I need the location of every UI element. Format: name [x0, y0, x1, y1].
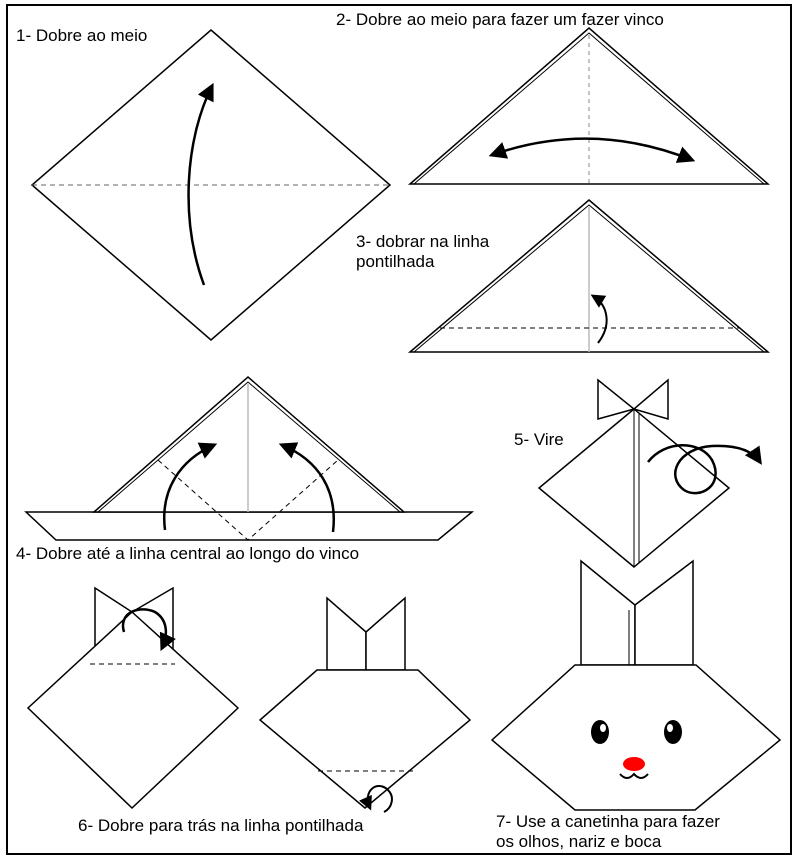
step5-right-ear — [632, 378, 669, 421]
step6b-diagram — [258, 596, 472, 813]
right-eye — [664, 720, 682, 744]
step4-label: 4- Dobre até a linha central ao longo do… — [16, 544, 360, 563]
step3-label-line1: 3- dobrar na linha — [356, 232, 490, 251]
diagram-frame — [6, 4, 792, 855]
step5-turn-over-icon — [647, 444, 762, 495]
step7-label-line1: 7- Use a canetinha para fazer — [496, 812, 720, 831]
step7-right-ear — [634, 559, 694, 666]
step1-label: 1- Dobre ao meio — [16, 26, 148, 45]
step3-diagram — [407, 199, 771, 353]
step4-brim — [24, 511, 475, 541]
red-nose — [623, 757, 645, 771]
step6b-fold-arrow-icon — [359, 785, 393, 813]
mouth — [619, 772, 649, 779]
step4-diagram — [24, 376, 475, 541]
step4-left-fold-arrow-icon — [162, 442, 218, 531]
step1-fold-arrow-icon — [187, 82, 214, 286]
step6b-right-ear — [365, 596, 406, 671]
step6a-diagram — [26, 586, 240, 810]
step7-label-line2: os olhos, nariz e boca — [496, 832, 662, 851]
step7-head — [490, 664, 782, 811]
step5-left-ear — [597, 378, 636, 420]
step4-right-fold-arrow-icon — [278, 442, 335, 533]
step2-diagram — [407, 27, 771, 185]
left-eye — [591, 720, 609, 744]
step1-diagram — [30, 29, 392, 341]
step7-left-ear — [580, 559, 636, 666]
step6-label: 6- Dobre para trás na linha pontilhada — [78, 816, 364, 835]
step5-label: 5- Vire — [514, 430, 564, 449]
step3-fold-arrow-icon — [590, 294, 608, 344]
step3-label-line2: pontilhada — [356, 252, 435, 271]
step6b-left-ear — [326, 596, 367, 671]
step2-double-arrow-icon — [488, 137, 696, 163]
step2-label: 2- Dobre ao meio para fazer um fazer vin… — [336, 10, 664, 29]
step4-triangle-paper — [92, 376, 407, 513]
step6b-head — [258, 669, 472, 809]
step4-dashed-fold-lines — [157, 459, 339, 541]
step6a-fold-arrow-icon — [121, 608, 176, 652]
step6a-diamond-body — [26, 610, 240, 810]
step7-diagram — [490, 559, 782, 811]
step1-square-paper — [30, 29, 392, 341]
step5-diagram — [537, 378, 762, 568]
